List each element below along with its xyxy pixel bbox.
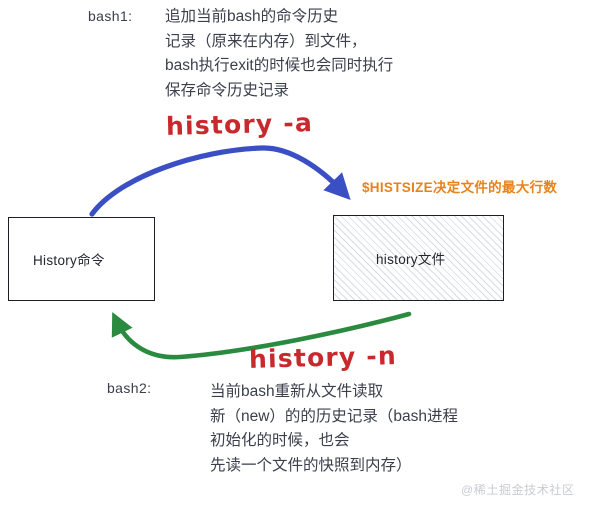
box-history-command-label: History命令 [33,253,105,268]
bash2-label: bash2: [107,380,152,396]
box-history-command: History命令 [8,217,155,301]
arrow-history-a [89,145,351,217]
bash1-line-3: bash执行exit的时候也会同时执行 [165,57,394,74]
box-history-file-label: history文件 [376,252,446,267]
bash1-label: bash1: [88,8,133,24]
bash1-line-1: 追加当前bash的命令历史 [165,8,339,25]
bash2-description: 当前bash重新从文件读取 新（new）的的历史记录（bash进程 初始化的时候… [210,380,458,478]
histsize-note: $HISTSIZE决定文件的最大行数 [362,180,558,195]
bash1-line-4: 保存命令历史记录 [165,81,290,99]
bash2-line-2: 新（new）的的历史记录（bash进程 [210,407,459,425]
bash1-line-2: 记录（原来在内存）到文件， [165,32,367,50]
bash2-line-3: 初始化的时候，也会 [210,432,350,449]
command-label-history-a: history -a [165,108,314,141]
bash2-line-4: 先读一个文件的快照到内存） [210,456,412,474]
bash2-line-1: 当前bash重新从文件读取 [210,383,384,400]
box-history-file: history文件 [333,215,504,301]
bash1-description: 追加当前bash的命令历史 记录（原来在内存）到文件， bash执行exit的时… [165,5,393,103]
command-label-history-n: history -n [248,341,398,374]
watermark: @稀土掘金技术社区 [461,483,575,497]
